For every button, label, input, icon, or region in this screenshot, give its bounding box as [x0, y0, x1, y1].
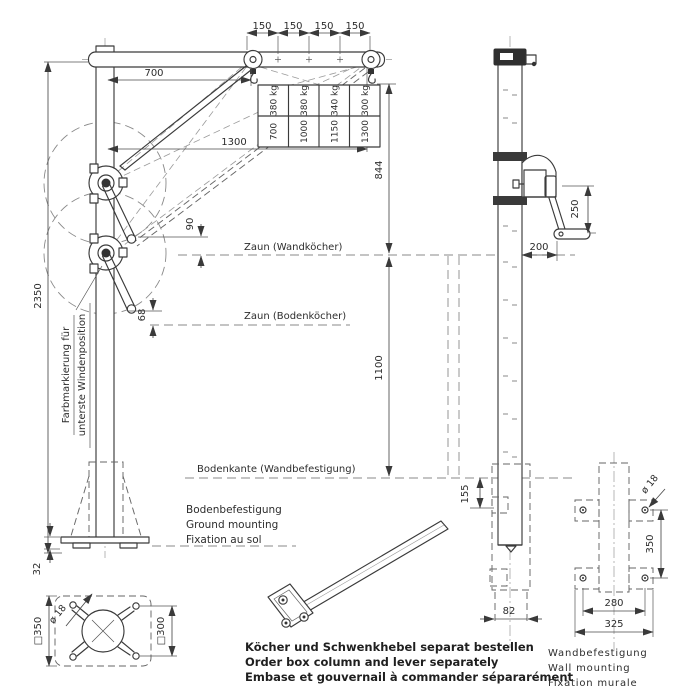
- label-zaun-bodenkoecher: Zaun (Bodenköcher): [244, 311, 346, 322]
- label-zaun-wandkoecher: Zaun (Wandköcher): [244, 242, 342, 253]
- label-farbmarkierung-1: Farbmarkierung für: [61, 326, 72, 423]
- table-radius-4: 1300: [361, 120, 371, 143]
- swivel-lever: [267, 520, 449, 628]
- dim-325-text: 325: [604, 619, 623, 630]
- dim-350: 350: [645, 509, 668, 579]
- winch-side: [512, 154, 591, 240]
- table-radius-3: 1150: [331, 120, 341, 143]
- dim-82-text: 82: [503, 606, 516, 617]
- dim-2350-text: 2350: [33, 283, 44, 308]
- label-fixation-au-sol: Fixation au sol: [186, 534, 262, 546]
- dim-68: 68: [128, 298, 162, 338]
- dim-150-chain: 150 150 150 150: [246, 21, 371, 54]
- dim-90: 90: [138, 218, 208, 268]
- mast: [95, 45, 115, 543]
- dim-82: 82: [480, 592, 542, 624]
- upper-winch: [88, 163, 137, 244]
- order-note-de: Köcher und Schwenkhebel separat bestelle…: [245, 640, 534, 654]
- dim-sq300-text: □300: [156, 617, 167, 646]
- dim-250: 250: [562, 185, 596, 234]
- dim-700: 700: [107, 67, 252, 86]
- dim-1100-text: 1100: [374, 355, 385, 380]
- label-bodenbefestigung: Bodenbefestigung: [186, 504, 282, 516]
- table-load-2: 380 kg: [300, 85, 310, 116]
- dim-68-text: 68: [137, 309, 148, 322]
- dim-150-text-4: 150: [345, 21, 364, 32]
- base-plate-view: □350 □300 ø 18: [33, 593, 177, 667]
- dim-sq350: □350: [33, 595, 57, 667]
- label-fixation-murale: Fixation murale: [548, 678, 637, 689]
- dim-200: 200: [521, 241, 558, 261]
- dim-32-text: 32: [32, 563, 43, 576]
- column-socket: [489, 463, 531, 591]
- pulley-700: [243, 49, 263, 84]
- table-load-3: 340 kg: [331, 85, 341, 116]
- base-plate-outline: [54, 595, 152, 667]
- label-ground-mounting: Ground mounting: [186, 519, 278, 531]
- column-cap: [493, 48, 537, 67]
- dim-250-text: 250: [570, 199, 581, 218]
- dim-700-text: 700: [144, 68, 163, 79]
- ground-mount-base: [60, 461, 296, 549]
- dim-90-text: 90: [185, 218, 196, 231]
- lower-winch: [88, 233, 137, 314]
- dim-844-text: 844: [374, 160, 385, 179]
- callout-hole-18: ø 18: [47, 593, 93, 627]
- dim-sq350-text: □350: [33, 617, 44, 646]
- wall-hole-callout: ø 18: [639, 473, 666, 508]
- clamp-band-lower: [493, 196, 527, 205]
- load-table: 380 kg 380 kg 340 kg 300 kg 700 1000 115…: [257, 84, 381, 148]
- dim-1100: 1100: [374, 256, 393, 477]
- base-hole-text: ø 18: [47, 603, 69, 626]
- column-seat-circle: [81, 609, 125, 653]
- dim-sq300: □300: [140, 605, 177, 657]
- dim-325: 325: [574, 590, 654, 637]
- dim-150-text-3: 150: [314, 21, 333, 32]
- order-note: Köcher und Schwenkhebel separat bestelle…: [245, 640, 574, 684]
- jib-arm: [87, 51, 386, 68]
- label-wall-mounting: Wall mounting: [548, 663, 630, 674]
- side-view: 250 200 155 82: [460, 36, 596, 648]
- dim-1300-text: 1300: [221, 137, 246, 148]
- dim-155-text: 155: [460, 484, 471, 503]
- dim-280: 280: [582, 588, 646, 616]
- dim-155: 155: [460, 477, 494, 509]
- brace: [119, 65, 252, 171]
- wall-mount-view: ø 18 350 280 325 Wandbefestigung Wall mo…: [548, 452, 668, 689]
- wall-hole-text: ø 18: [639, 473, 661, 496]
- order-note-fr: Embase et gouvernail à commander séparar…: [245, 670, 574, 684]
- clamp-band-upper: [493, 152, 527, 161]
- bolt-slots: [69, 601, 140, 661]
- dim-844: 844: [374, 83, 396, 254]
- dim-200-text: 200: [529, 242, 548, 253]
- color-mark-note: Farbmarkierung für unterste Windenpositi…: [61, 265, 103, 448]
- dim-150-text-2: 150: [283, 21, 302, 32]
- dim-32: 32: [32, 523, 60, 575]
- label-wandbefestigung: Wandbefestigung: [548, 648, 648, 659]
- front-view: Zaun (Wandköcher) Zaun (Bodenköcher) Bod…: [32, 21, 575, 575]
- column: [497, 63, 523, 546]
- table-radius-1: 700: [270, 123, 280, 140]
- dim-350-text: 350: [645, 534, 656, 553]
- pulley-1300: [361, 49, 381, 84]
- table-radius-2: 1000: [300, 120, 310, 143]
- dim-280-text: 280: [604, 598, 623, 609]
- column-surface-marks: [503, 89, 517, 458]
- label-farbmarkierung-2: unterste Windenposition: [77, 314, 88, 437]
- order-note-en: Order box column and lever separately: [245, 655, 499, 669]
- wall-brackets: [574, 499, 654, 590]
- wall-column-outline: [598, 462, 630, 593]
- table-load-1: 380 kg: [270, 85, 280, 116]
- arm-hole-marks: [275, 56, 343, 63]
- dim-150-text-1: 150: [252, 21, 271, 32]
- label-bodenkante: Bodenkante (Wandbefestigung): [197, 464, 356, 475]
- table-load-4: 300 kg: [361, 85, 371, 116]
- dim-2350: 2350: [33, 61, 88, 554]
